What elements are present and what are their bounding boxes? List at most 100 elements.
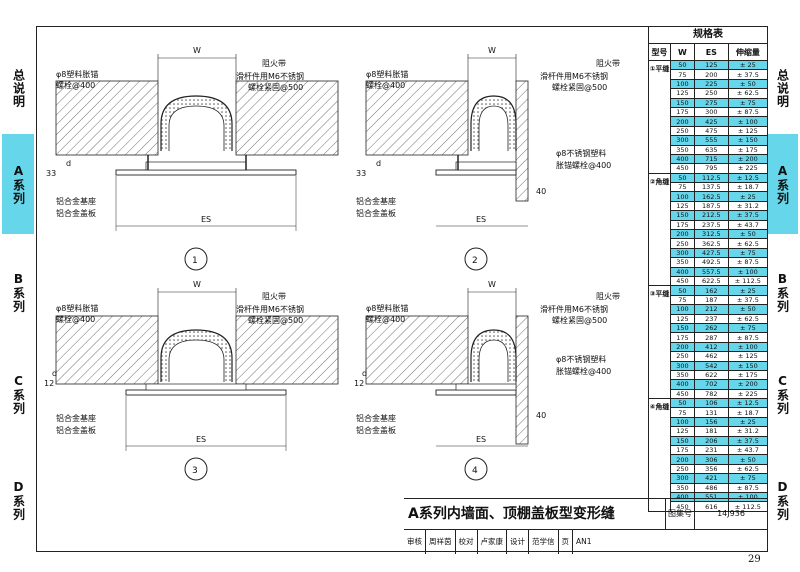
group-label: ④角缝 <box>648 398 671 512</box>
page-code: AN1 <box>576 537 592 546</box>
cell-range: ± 200 <box>727 379 769 390</box>
d2-dim-d: d <box>376 159 381 168</box>
cell-es: 187.5 <box>693 200 729 212</box>
reviewer-name: 周祥茵 <box>426 530 456 554</box>
detail-drawings: W ES d 33 φ8塑料胀锚 螺栓@400 阻火带 滑杆件用M6不锈钢 螺栓… <box>44 46 620 481</box>
d4-dim-40: 40 <box>536 411 546 420</box>
cell-w: 450 <box>669 388 695 400</box>
d4-w-label: W <box>488 280 496 289</box>
side-tab-c-series[interactable]: C系列 <box>11 373 26 415</box>
side-tab-a-series-right[interactable]: A系列 <box>766 134 798 234</box>
d3-anchor-label-2: 螺栓@400 <box>56 314 95 324</box>
cell-w: 175 <box>669 444 695 456</box>
cell-range: ± 150 <box>727 360 769 371</box>
cell-es: 622.5 <box>693 275 729 287</box>
d2-slide-label-1: 滑杆件用M6不锈钢 <box>540 71 608 81</box>
side-tab-d-series-right[interactable]: D系列 <box>775 479 790 521</box>
cell-w: 250 <box>669 463 695 475</box>
cell-es: 635 <box>693 144 729 155</box>
side-tab-general[interactable]: 总说明 <box>11 68 26 108</box>
cell-w: 75 <box>669 294 695 306</box>
d2-steel-label-1: φ8不锈钢塑料 <box>556 148 606 158</box>
side-tab-general-right[interactable]: 总说明 <box>775 68 790 108</box>
d2-anchor-label-1: φ8塑料胀锚 <box>366 69 408 79</box>
cell-range: ± 100 <box>727 266 769 278</box>
designer-name: 范学信 <box>529 530 559 554</box>
cell-es: 225 <box>693 78 729 90</box>
side-tab-d-series[interactable]: D系列 <box>11 479 26 521</box>
cell-es: 106 <box>693 398 729 409</box>
cell-range: ± 150 <box>727 135 769 146</box>
cell-w: 75 <box>669 69 695 80</box>
d4-number: 4 <box>472 466 478 476</box>
cell-range: ± 18.7 <box>727 407 769 418</box>
cell-w: 300 <box>669 473 695 484</box>
d2-dim-33: 33 <box>356 169 366 178</box>
cell-w: 450 <box>669 275 695 287</box>
cell-range: ± 125 <box>727 125 769 137</box>
cell-w: 175 <box>669 106 695 118</box>
cell-es: 306 <box>693 454 729 465</box>
cell-range: ± 37.5 <box>727 69 769 80</box>
d2-w-label: W <box>488 46 496 55</box>
d3-dim-d: d <box>52 369 57 378</box>
cell-w: 250 <box>669 351 695 362</box>
cell-w: 50 <box>669 285 695 296</box>
d2-anchor-label-2: 螺栓@400 <box>366 80 405 90</box>
cell-range: ± 31.2 <box>727 426 769 437</box>
title-block: A系列内墙面、顶棚盖板型变形缝 图集号 14J936 审核 周祥茵 校对 卢家康… <box>404 498 768 554</box>
cell-range: ± 175 <box>727 369 769 381</box>
cell-es: 782 <box>693 388 729 400</box>
cell-es: 412 <box>693 341 729 353</box>
cell-range: ± 75 <box>727 322 769 334</box>
cell-range: ± 100 <box>727 341 769 353</box>
detail-2: W ES d 33 40 φ8塑料胀锚 螺栓@400 阻火带 滑杆件用M6不锈钢… <box>356 46 620 271</box>
d4-slide-label-1: 滑杆件用M6不锈钢 <box>540 304 608 314</box>
d1-number: 1 <box>192 256 198 266</box>
side-tab-a-series[interactable]: A系列 <box>2 134 34 234</box>
cell-es: 262 <box>693 322 729 334</box>
cell-es: 356 <box>693 463 729 475</box>
cell-es: 275 <box>693 97 729 108</box>
side-tab-b-series[interactable]: B系列 <box>11 271 26 313</box>
side-tab-b-series-right[interactable]: B系列 <box>775 271 790 313</box>
cell-es: 237 <box>693 313 729 324</box>
cell-range: ± 62.5 <box>727 313 769 324</box>
col-header-range: 伸缩量 <box>727 43 769 61</box>
side-tab-c-series-right[interactable]: C系列 <box>775 373 790 415</box>
cell-range: ± 62.5 <box>727 88 769 99</box>
cell-range: ± 12.5 <box>727 398 769 409</box>
cell-w: 250 <box>669 238 695 249</box>
cell-es: 287 <box>693 332 729 343</box>
cell-w: 350 <box>669 144 695 155</box>
cell-w: 200 <box>669 341 695 353</box>
d3-slide-label-2: 螺栓紧固@500 <box>248 315 303 325</box>
cell-es: 125 <box>693 59 729 71</box>
cell-range: ± 200 <box>727 153 769 165</box>
cell-range: ± 225 <box>727 388 769 400</box>
d3-number: 3 <box>192 466 198 476</box>
cell-w: 125 <box>669 426 695 437</box>
col-header-es: ES <box>693 43 729 61</box>
cell-es: 300 <box>693 106 729 118</box>
d2-steel-label-2: 胀锚螺栓@400 <box>556 160 611 170</box>
cell-w: 75 <box>669 407 695 418</box>
cell-es: 250 <box>693 88 729 99</box>
cell-es: 542 <box>693 360 729 371</box>
d2-es-label: ES <box>476 215 486 224</box>
cell-w: 125 <box>669 88 695 99</box>
